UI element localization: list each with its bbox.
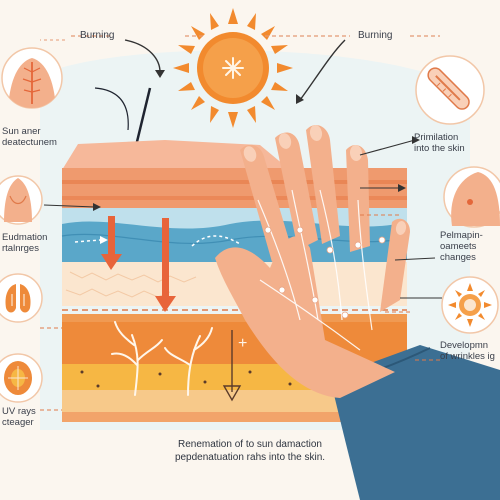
caption-line: Renemation of to sun damaction	[178, 439, 322, 450]
label-line: Developmn	[440, 340, 489, 351]
label-line: cteager	[2, 417, 34, 428]
label-line: rtalnrges	[2, 243, 39, 254]
label-line: changes	[440, 252, 476, 263]
skin-cross-section: +	[61, 140, 408, 422]
label-line: oameets	[440, 241, 477, 252]
label-line: deatectunem	[2, 137, 57, 148]
label-pelmapin: Pelmapin- oameets changes	[440, 230, 483, 263]
label-uv-rays: UV rays cteager	[2, 406, 36, 428]
label-line: of wrinkles ig	[440, 351, 495, 362]
sun-icon	[173, 8, 293, 128]
torso-icon	[0, 175, 43, 225]
burning-label-right: Burning	[358, 30, 393, 41]
label-eudmation: Eudmation rtalnrges	[2, 232, 47, 254]
label-line: UV rays	[2, 406, 36, 417]
label-line: Eudmation	[2, 232, 48, 243]
sun-small-icon	[441, 276, 499, 334]
label-primilation: Primilation into the skin	[414, 132, 465, 154]
label-line: Pelmapin-	[440, 230, 483, 241]
svg-text:+: +	[238, 335, 247, 352]
label-line: Primilation	[414, 132, 459, 143]
shoulder-icon	[443, 166, 500, 228]
burning-label-left: Burning	[80, 30, 115, 41]
cell-icon	[0, 353, 43, 403]
back-icon	[1, 47, 63, 109]
hand-illustration	[215, 125, 500, 500]
thermometer-icon	[415, 55, 485, 125]
caption-line: pepdenatuation rahs into the skin.	[174, 452, 326, 463]
label-developmn: Developmn of wrinkles ig	[440, 340, 495, 362]
label-line: Sun aner	[2, 126, 41, 137]
label-sun-aner: Sun aner deatectunem	[2, 126, 57, 148]
diagram-caption: Renemation of to sun damaction pepdenatu…	[110, 438, 390, 464]
lungs-icon	[0, 273, 43, 323]
label-line: into the skin	[414, 143, 465, 154]
